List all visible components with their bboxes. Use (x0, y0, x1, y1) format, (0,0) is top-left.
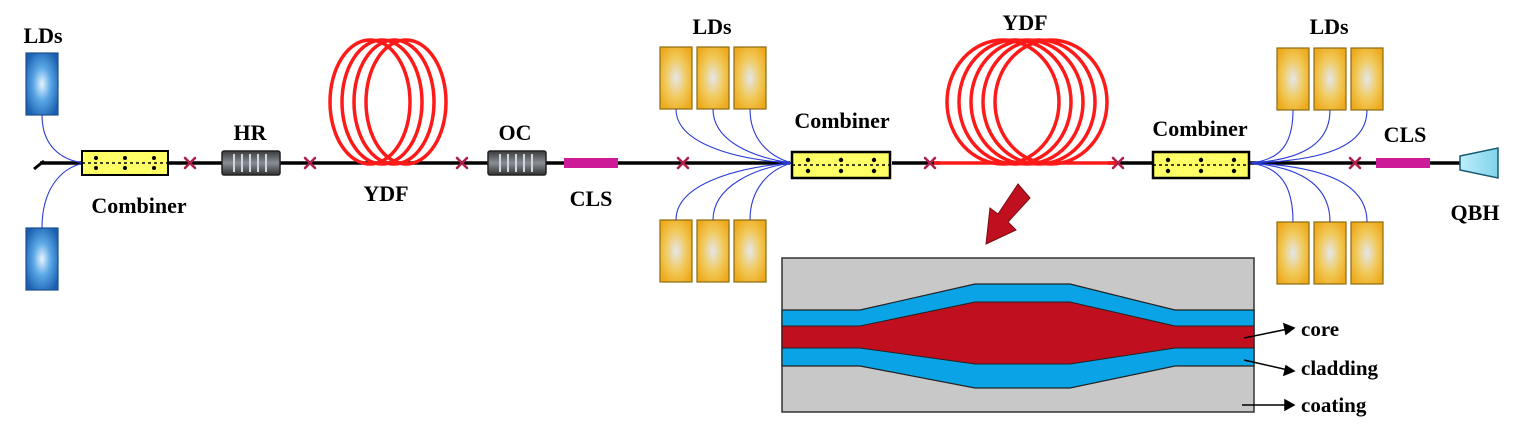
label-oc: OC (499, 120, 532, 145)
combiner-2 (790, 150, 892, 180)
cls-1 (564, 158, 618, 168)
pump-ld-left-bottom (25, 227, 59, 291)
pump-ld-mid-top (659, 46, 767, 110)
inset-pointers (1242, 322, 1296, 412)
label-coating: coating (1301, 393, 1367, 417)
zoom-arrow (985, 183, 1031, 245)
inset-core (781, 301, 1255, 365)
label-hr: HR (234, 120, 268, 145)
qbh-connector (1459, 147, 1499, 179)
label-core: core (1301, 317, 1339, 341)
label-qbh: QBH (1451, 200, 1500, 225)
hr-grating (221, 150, 281, 176)
label-lds-mid: LDs (692, 14, 732, 39)
label-ydf-1: YDF (363, 181, 408, 206)
label-combiner-3: Combiner (1152, 116, 1248, 141)
label-cladding: cladding (1301, 356, 1379, 380)
label-cls-1: CLS (570, 186, 613, 211)
oc-grating (487, 150, 547, 176)
combiner-3 (1151, 150, 1251, 180)
pump-lines-left (41, 114, 85, 229)
combiner-1 (81, 150, 169, 176)
pump-lines-right (1249, 109, 1368, 223)
fiber-inset (781, 257, 1255, 413)
cls-2 (1376, 158, 1430, 168)
pump-lines-mid (675, 108, 793, 221)
pump-ld-mid-bottom (659, 219, 767, 283)
label-cls-2: CLS (1384, 122, 1427, 147)
ydf-coil-2 (945, 38, 1109, 166)
pump-ld-right-top (1276, 47, 1384, 111)
label-combiner-1: Combiner (91, 193, 187, 218)
pump-ld-left-top (25, 52, 59, 116)
label-combiner-2: Combiner (794, 108, 890, 133)
label-lds-right: LDs (1309, 14, 1349, 39)
ydf-coil-1 (328, 38, 448, 166)
label-ydf-2: YDF (1002, 10, 1047, 35)
pump-ld-right-bottom (1276, 221, 1384, 285)
label-lds-left: LDs (23, 23, 63, 48)
